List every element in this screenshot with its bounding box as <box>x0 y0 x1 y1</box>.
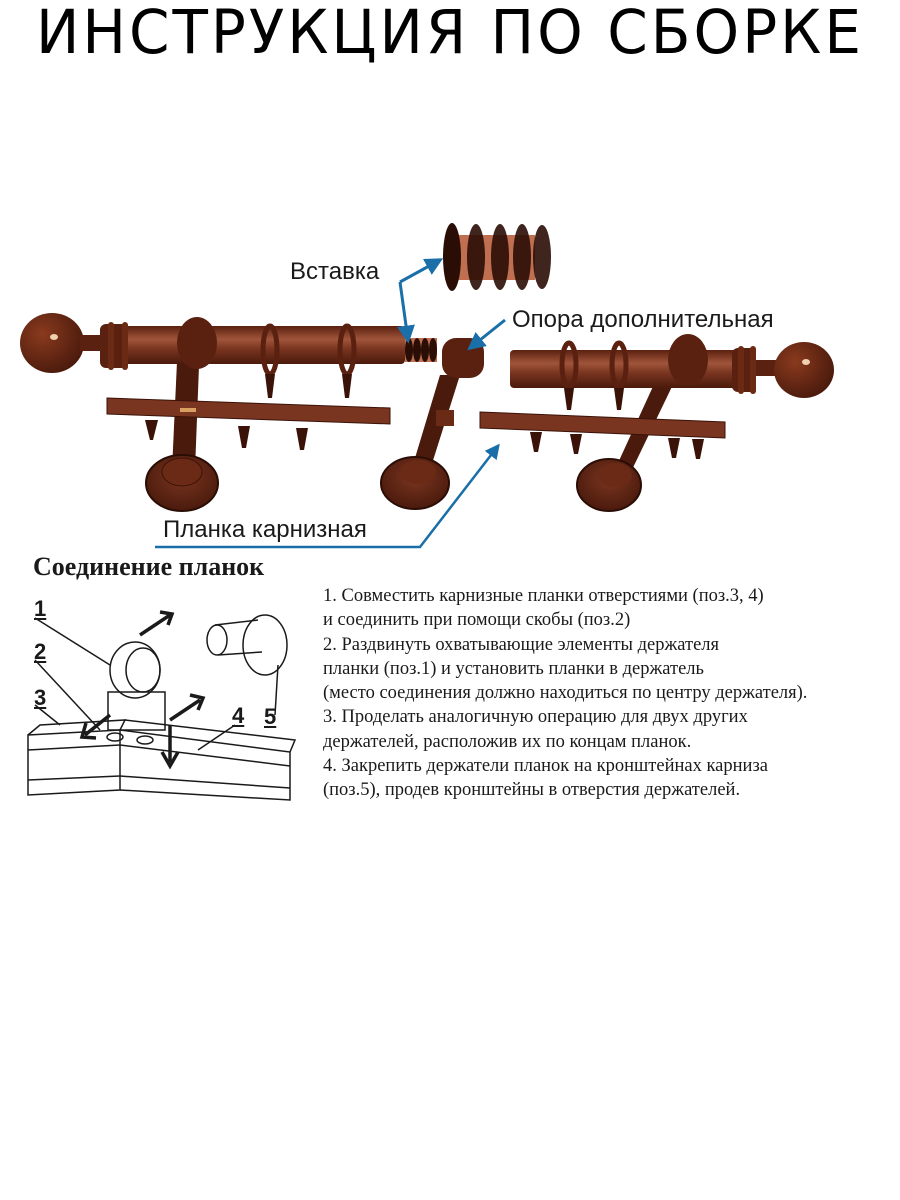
step-line: (поз.5), продев кронштейны в отверстия д… <box>323 780 741 801</box>
insert-connector-enlarged <box>443 223 551 291</box>
insert-arrow <box>397 281 415 344</box>
position-number-2: 2 <box>34 639 47 664</box>
step-line: держателей, расположив их по концам план… <box>323 731 692 752</box>
page-title: ИНСТРУКЦИЯ ПО СБОРКЕ <box>35 0 865 68</box>
step-line: и соединить при помощи скобы (поз.2) <box>323 610 631 631</box>
support-arrow <box>467 318 506 351</box>
curtain-rod-illustration <box>20 223 834 549</box>
rail-joint-line-drawing <box>27 610 297 801</box>
section-heading: Соединение планок <box>33 552 265 581</box>
step-line: 4. Закрепить держатели планок на кронште… <box>323 756 768 777</box>
callout-extra-support: Опора дополнительная <box>512 306 774 333</box>
step-line: 1. Совместить карнизные планки отверстия… <box>323 586 764 606</box>
position-number-4: 4 <box>232 703 245 728</box>
position-number-3: 3 <box>34 685 47 710</box>
position-number-5: 5 <box>264 704 277 729</box>
right-finial <box>774 342 834 398</box>
extra-support <box>380 338 484 510</box>
step-line: планки (поз.1) и установить планки в дер… <box>323 658 704 679</box>
rail-arrow <box>155 443 500 549</box>
callout-rail: Планка карнизная <box>163 516 367 543</box>
left-rod <box>100 326 405 364</box>
left-rail <box>106 397 391 425</box>
insert-connector <box>405 338 437 362</box>
callout-insert: Вставка <box>290 258 380 285</box>
insert-arrow-up <box>399 258 444 284</box>
position-number-1: 1 <box>34 596 47 621</box>
left-rod-assembly <box>20 313 405 512</box>
right-rail <box>479 411 726 439</box>
step-line: 2. Раздвинуть охватывающие элементы держ… <box>323 634 720 655</box>
assembly-steps: 1. Совместить карнизные планки отверстия… <box>323 584 900 803</box>
right-rod-assembly <box>479 334 834 512</box>
step-line: 3. Проделать аналогичную операцию для дв… <box>323 707 748 728</box>
callout-arrows <box>155 258 506 549</box>
step-line: (место соединения должно находиться по ц… <box>323 683 808 704</box>
left-finial <box>20 313 84 373</box>
